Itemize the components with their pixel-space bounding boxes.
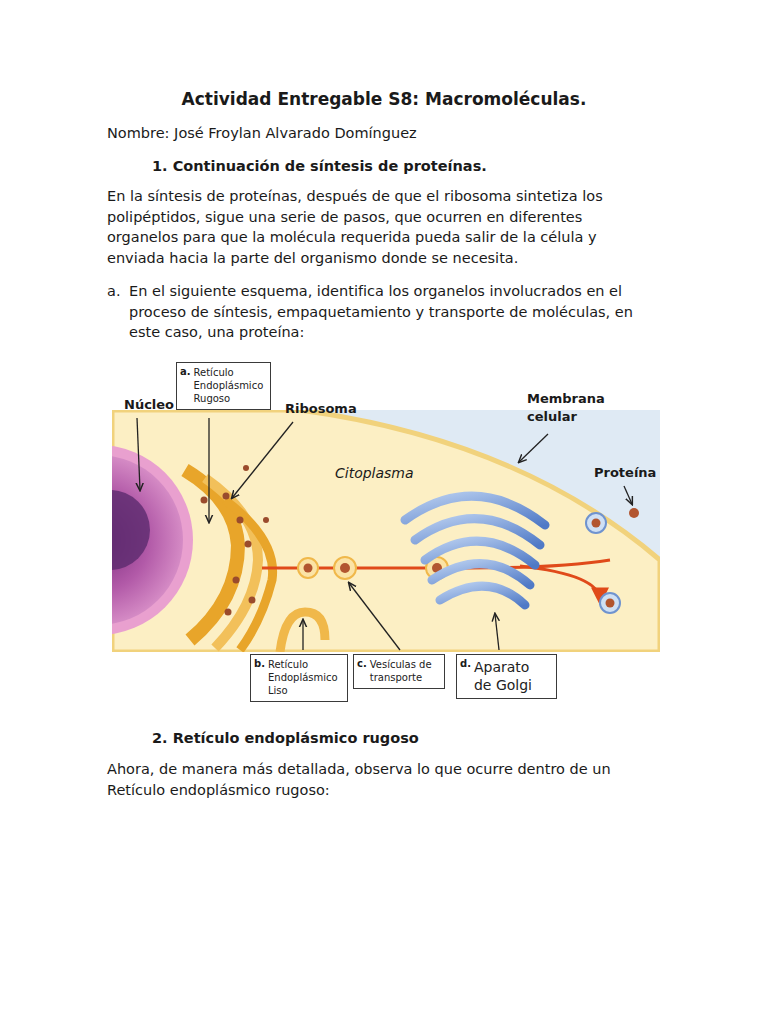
organelle-name: Aparato de Golgi — [474, 658, 546, 694]
section-heading: 1. Continuación de síntesis de proteínas… — [152, 156, 672, 177]
callout-box: d.Aparato de Golgi — [456, 654, 557, 699]
organelle-name: Retículo Endoplásmico Liso — [268, 658, 337, 697]
body-paragraph: Ahora, de manera más detallada, observa … — [107, 759, 667, 800]
part-label: Ribosoma — [285, 400, 375, 417]
callout-letter: a. — [180, 366, 191, 378]
callout-letter: d. — [460, 658, 471, 670]
callout-letter: c. — [357, 658, 367, 670]
body-paragraph: En la síntesis de proteínas, después de … — [107, 186, 657, 268]
list-letter: a. — [107, 281, 127, 302]
organelle-name: Vesículas de transporte — [370, 658, 434, 684]
part-label: Proteína — [594, 464, 664, 481]
instruction-text: En el siguiente esquema, identifica los … — [129, 281, 659, 343]
region-label: Citoplasma — [335, 464, 445, 482]
part-label: Membrana celular — [527, 390, 609, 426]
organelle-name: Retículo Endoplásmico Rugoso — [194, 366, 260, 405]
section-heading: 2. Retículo endoplásmico rugoso — [152, 728, 672, 749]
callout-letter: b. — [254, 658, 265, 670]
student-name: Nombre: José Froylan Alvarado Domínguez — [107, 123, 667, 144]
page-title: Actividad Entregable S8: Macromoléculas. — [0, 89, 768, 110]
callout-box: a.Retículo Endoplásmico Rugoso — [176, 362, 271, 410]
callout-box: b.Retículo Endoplásmico Liso — [250, 654, 348, 702]
callout-box: c.Vesículas de transporte — [353, 654, 445, 689]
